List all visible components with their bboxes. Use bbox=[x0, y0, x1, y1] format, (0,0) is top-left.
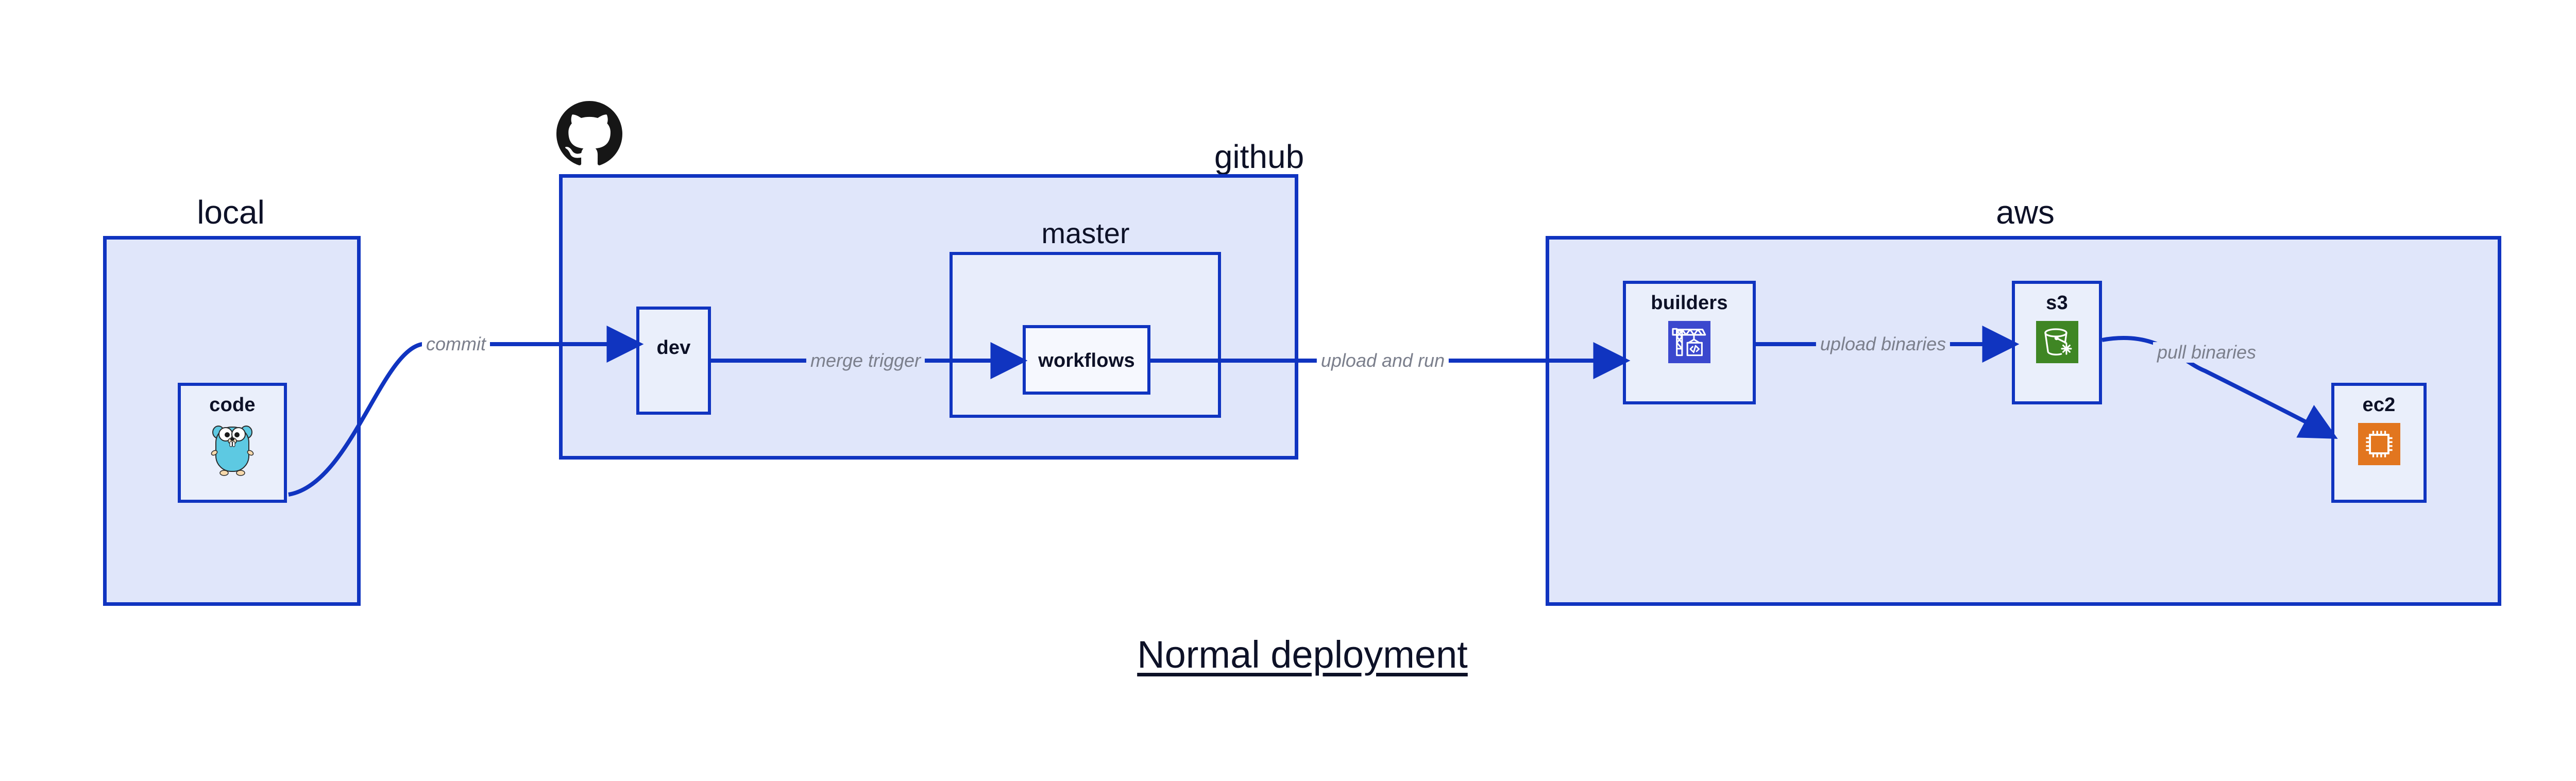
group-title-github: github bbox=[1214, 138, 1304, 175]
node-builders[interactable]: builders bbox=[1623, 281, 1756, 404]
node-code[interactable]: code bbox=[178, 383, 287, 503]
group-title-local: local bbox=[197, 194, 265, 231]
node-workflows[interactable]: workflows bbox=[1023, 325, 1150, 395]
aws-ec2-chip-icon bbox=[2358, 423, 2400, 468]
edge-label-upload-binaries: upload binaries bbox=[1816, 334, 1951, 354]
group-title-aws: aws bbox=[1996, 194, 2055, 231]
github-octocat-icon bbox=[556, 101, 622, 169]
go-gopher-icon bbox=[209, 423, 256, 479]
node-code-label: code bbox=[209, 394, 256, 416]
edge-label-pull-binaries: pull binaries bbox=[2153, 342, 2261, 363]
node-dev-label: dev bbox=[656, 337, 691, 359]
diagram-title: Normal deployment bbox=[1137, 633, 1468, 676]
node-ec2[interactable]: ec2 bbox=[2331, 383, 2427, 503]
node-ec2-label: ec2 bbox=[2362, 394, 2396, 416]
node-builders-label: builders bbox=[1651, 292, 1728, 314]
node-dev[interactable]: dev bbox=[636, 307, 711, 415]
edge-label-commit: commit bbox=[422, 334, 490, 354]
aws-codebuild-crane-icon bbox=[1668, 321, 1710, 366]
node-s3[interactable]: s3 bbox=[2012, 281, 2102, 404]
subgroup-title-master: master bbox=[1041, 217, 1130, 249]
edge-label-merge-trigger: merge trigger bbox=[806, 350, 925, 371]
node-s3-label: s3 bbox=[2046, 292, 2068, 314]
aws-s3-bucket-icon bbox=[2036, 321, 2078, 366]
node-workflows-label: workflows bbox=[1038, 350, 1135, 371]
edge-label-upload-and-run: upload and run bbox=[1316, 350, 1449, 371]
